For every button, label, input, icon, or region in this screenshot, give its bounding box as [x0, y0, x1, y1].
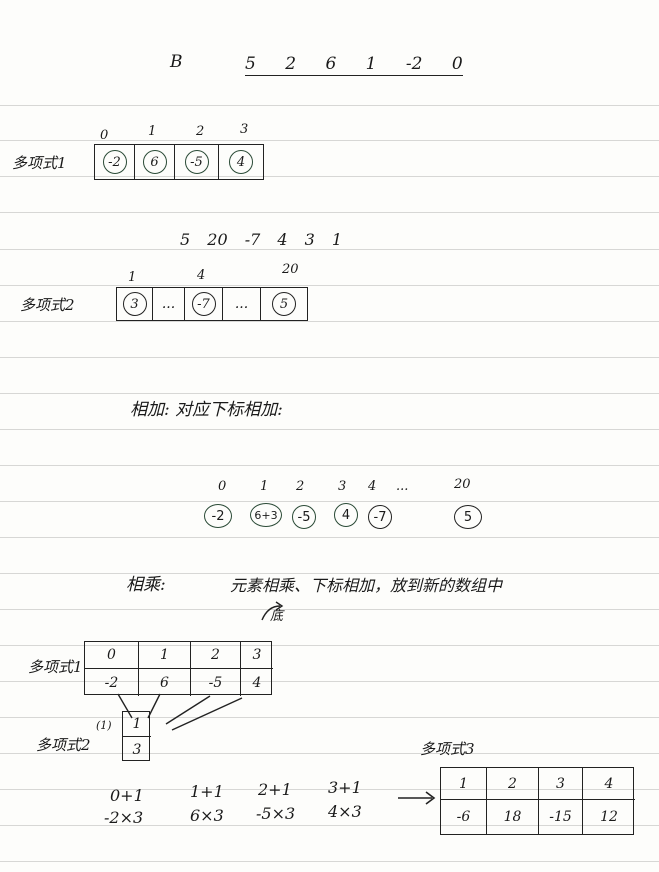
array-value: ...	[234, 296, 249, 312]
sum-expr: 1+1	[190, 782, 224, 801]
value-cell: -2	[85, 669, 139, 696]
index-label: 1	[260, 479, 269, 494]
multiplication-description: 元素相乘、下标相加，放到新的数组中	[230, 576, 503, 595]
value-cell: -6	[441, 800, 487, 834]
array-value: -2	[102, 150, 127, 174]
index-cell: 0	[85, 642, 139, 669]
product-expr: 4×3	[328, 802, 362, 821]
sum-value: -5	[292, 505, 316, 529]
mult-poly2-table: 1 3	[122, 711, 151, 761]
multiplication-title: 相乘:	[126, 575, 166, 595]
value-cell: 4	[252, 674, 262, 691]
array-value: ...	[161, 296, 176, 312]
product-expr: 6×3	[190, 806, 224, 825]
note-arrow-icon	[261, 601, 284, 621]
array-value: 5	[272, 292, 296, 316]
mult-poly2-mark: (1)	[96, 719, 112, 732]
array-cell: ...	[223, 288, 261, 320]
index-label: 1	[128, 270, 137, 285]
value-cell: 6	[139, 669, 191, 696]
mult-poly3-label: 多项式3	[420, 740, 475, 758]
sum-value: 5	[454, 505, 482, 529]
mult-poly2-label: 多项式2	[36, 736, 91, 754]
addition-title: 相加: 对应下标相加:	[130, 400, 283, 420]
index-label: 2	[296, 479, 305, 494]
index-cell: 1	[139, 642, 191, 669]
index-label: ...	[396, 479, 409, 494]
poly2-label: 多项式2	[20, 296, 75, 314]
sum-value: 4	[334, 503, 358, 527]
value-cell: 3	[132, 741, 142, 758]
index-cell: 2	[487, 768, 539, 800]
sum-value: -7	[368, 505, 392, 529]
sum-value: 6+3	[250, 503, 282, 527]
product-expr: -5×3	[256, 804, 296, 823]
value-cell: 18	[487, 800, 539, 834]
array-cell: -5	[175, 145, 219, 179]
array-value: 3	[122, 292, 147, 316]
mult-poly3-table: 1 2 3 4 -6 18 -15 12	[440, 767, 635, 835]
product-expr: -2×3	[104, 808, 144, 827]
index-cell: 3	[539, 768, 583, 800]
poly1-label: 多项式1	[12, 154, 67, 172]
sum-expr: 3+1	[328, 778, 362, 797]
index-label: 1	[148, 124, 157, 139]
multiplication-note: 底	[270, 609, 284, 624]
index-label: 0	[218, 479, 227, 494]
value-cell: 12	[600, 809, 618, 825]
sum-expr: 2+1	[258, 780, 292, 799]
index-label: 3	[240, 122, 249, 137]
poly1-array: -2 6 -5 4	[94, 144, 264, 180]
poly2-sequence: 5 20 -7 4 3 1	[180, 230, 343, 249]
array-value: -7	[191, 292, 216, 316]
array-cell: -2	[95, 145, 135, 179]
mult-poly1-table: 0 1 2 3 -2 6 -5 4	[84, 641, 273, 696]
index-cell: 1	[441, 768, 487, 800]
array-cell: 5	[261, 288, 307, 320]
index-label: 20	[454, 477, 471, 492]
index-label: 2	[196, 124, 205, 139]
array-cell: 6	[135, 145, 175, 179]
array-value: 4	[229, 150, 253, 174]
header-values: 5 2 6 1 -2 0	[245, 54, 463, 76]
array-value: -5	[184, 150, 209, 174]
multiply-arrows	[117, 693, 243, 731]
index-label: 4	[368, 479, 377, 494]
index-label: 4	[197, 268, 206, 283]
array-cell: 4	[219, 145, 263, 179]
index-label: 3	[338, 479, 347, 494]
value-cell: -15	[539, 800, 583, 834]
header-prefix: B	[170, 52, 183, 72]
index-label: 0	[100, 128, 109, 143]
mult-poly1-label: 多项式1	[28, 658, 83, 676]
array-cell: ...	[153, 288, 185, 320]
index-cell: 3	[241, 642, 273, 669]
poly2-array: 3 ... -7 ... 5	[116, 287, 308, 321]
result-arrow-icon	[398, 791, 436, 805]
index-label: 20	[282, 262, 299, 277]
index-cell: 4	[583, 768, 635, 800]
array-cell: 3	[117, 288, 153, 320]
sum-value: -2	[204, 504, 232, 528]
value-cell: -5	[191, 669, 241, 696]
array-cell: -7	[185, 288, 223, 320]
array-value: 6	[142, 150, 167, 174]
sum-expr: 0+1	[110, 786, 144, 805]
index-cell: 2	[191, 642, 241, 669]
index-cell: 1	[123, 712, 151, 737]
